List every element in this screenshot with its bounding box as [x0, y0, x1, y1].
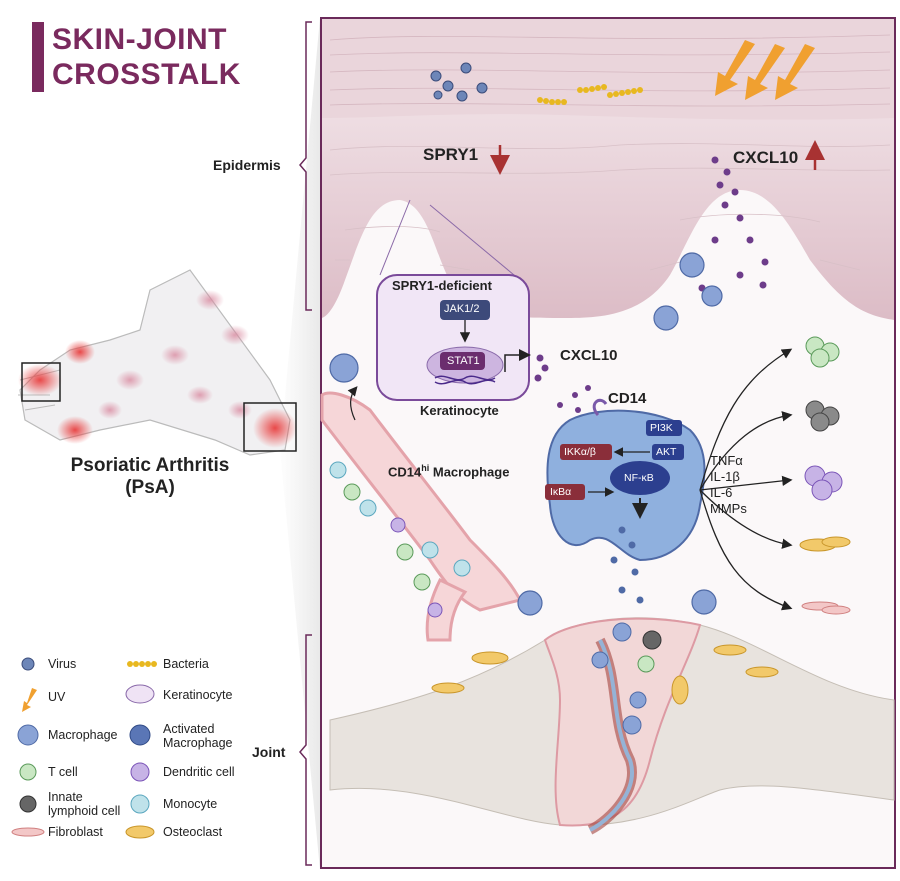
spry1-deficient-title: SPRY1-deficient [392, 278, 492, 293]
arm-icon [18, 269, 297, 456]
cytokine-mmps: MMPs [710, 501, 747, 516]
legend-activated-line2: Macrophage [163, 736, 233, 750]
condition-label: Psoriatic Arthritis (PsA) [55, 455, 245, 499]
title-accent-bar [32, 22, 44, 92]
legend-monocyte: Monocyte [163, 797, 218, 811]
ikk-box [560, 444, 612, 460]
joint-brace [299, 634, 312, 866]
legend-ilc-line1: Innate [48, 790, 83, 804]
cytokine-il1b: IL-1β [710, 469, 740, 484]
t-cell-icon [19, 763, 37, 781]
joint-illustration [329, 617, 895, 835]
stat1-label: STAT1 [447, 355, 480, 367]
monocyte-icon [130, 794, 150, 814]
legend-tcell: T cell [48, 765, 78, 779]
fibroblast-icon [11, 827, 45, 837]
virus-cluster [430, 62, 488, 102]
nfkb-label: NF-κB [624, 472, 654, 484]
legend-bacteria: Bacteria [163, 657, 209, 671]
legend-virus: Virus [48, 657, 77, 671]
legend-uv: UV [48, 690, 66, 704]
macrophage-cells [329, 252, 723, 616]
cxcl10-dots [698, 156, 769, 292]
zoom-cone [280, 18, 320, 870]
cytokine-il6: IL-6 [710, 485, 733, 500]
pi3k-box [646, 420, 682, 436]
cytokine-list: TNFα IL-1β IL-6 MMPs [710, 453, 747, 517]
page-title: SKIN-JOINT CROSSTALK [52, 22, 241, 92]
uv-icon [22, 688, 37, 712]
epidermis-label: Epidermis [213, 157, 281, 173]
legend-activated-macrophage: Activated Macrophage [163, 722, 233, 750]
ikba-box [545, 484, 585, 500]
macrophage-label-prefix: CD14 [388, 464, 422, 480]
pi3k-label: PI3K [650, 422, 673, 434]
akt-box [652, 444, 684, 460]
akt-label: AKT [656, 446, 677, 458]
jak-label: JAK1/2 [444, 303, 480, 315]
cxcl10-secreted-label: CXCL10 [560, 347, 618, 364]
keratinocyte-icon [125, 684, 155, 704]
cd14hi-macrophage-label: CD14hi Macrophage [388, 463, 509, 479]
hand-zoom-box [21, 362, 61, 402]
legend-fibroblast: Fibroblast [48, 825, 103, 839]
epidermis-brace [299, 21, 312, 311]
title-line-1: SKIN-JOINT [52, 23, 228, 56]
macrophage-label-suffix: Macrophage [429, 464, 510, 480]
title-line-2: CROSSTALK [52, 58, 241, 91]
ikba-label: IκBα [550, 486, 572, 498]
cd14-label: CD14 [608, 390, 647, 407]
legend-ilc: Innate lymphoid cell [48, 790, 120, 818]
jak-box [440, 300, 490, 320]
cd14-macrophage [545, 385, 706, 604]
elbow-zoom-box [243, 402, 297, 452]
cytokine-tnf: TNFα [710, 453, 743, 468]
effect-cells [799, 336, 851, 615]
stat1-box [440, 352, 485, 370]
spry1-label: SPRY1 [423, 145, 479, 164]
keratinocyte-caption: Keratinocyte [420, 403, 499, 418]
effect-arrows [699, 348, 793, 611]
legend-dendritic: Dendritic cell [163, 765, 235, 779]
ikk-label: IKKα/β [564, 446, 596, 458]
macrophage-label-sup: hi [421, 463, 430, 473]
uv-arrows [715, 40, 815, 100]
virus-icon [21, 657, 35, 671]
macrophage-icon [17, 724, 39, 746]
legend-icons [11, 657, 157, 839]
legend-osteoclast: Osteoclast [163, 825, 223, 839]
legend-ilc-line2: lymphoid cell [48, 804, 121, 818]
legend-keratinocyte: Keratinocyte [163, 688, 233, 702]
dendritic-cell-icon [130, 762, 150, 782]
bacteria-icon [127, 661, 157, 667]
osteoclast-icon [125, 825, 155, 839]
blood-vessel [320, 391, 523, 642]
activated-macrophage-icon [129, 724, 151, 746]
legend-activated-line1: Activated [163, 722, 215, 736]
ilc-icon [19, 795, 37, 813]
bacteria-chains [537, 84, 643, 105]
condition-line-2: (PsA) [125, 477, 175, 498]
joint-label: Joint [252, 744, 286, 760]
cxcl10-label: CXCL10 [733, 148, 799, 167]
condition-line-1: Psoriatic Arthritis [70, 455, 230, 476]
legend-macrophage: Macrophage [48, 728, 118, 742]
